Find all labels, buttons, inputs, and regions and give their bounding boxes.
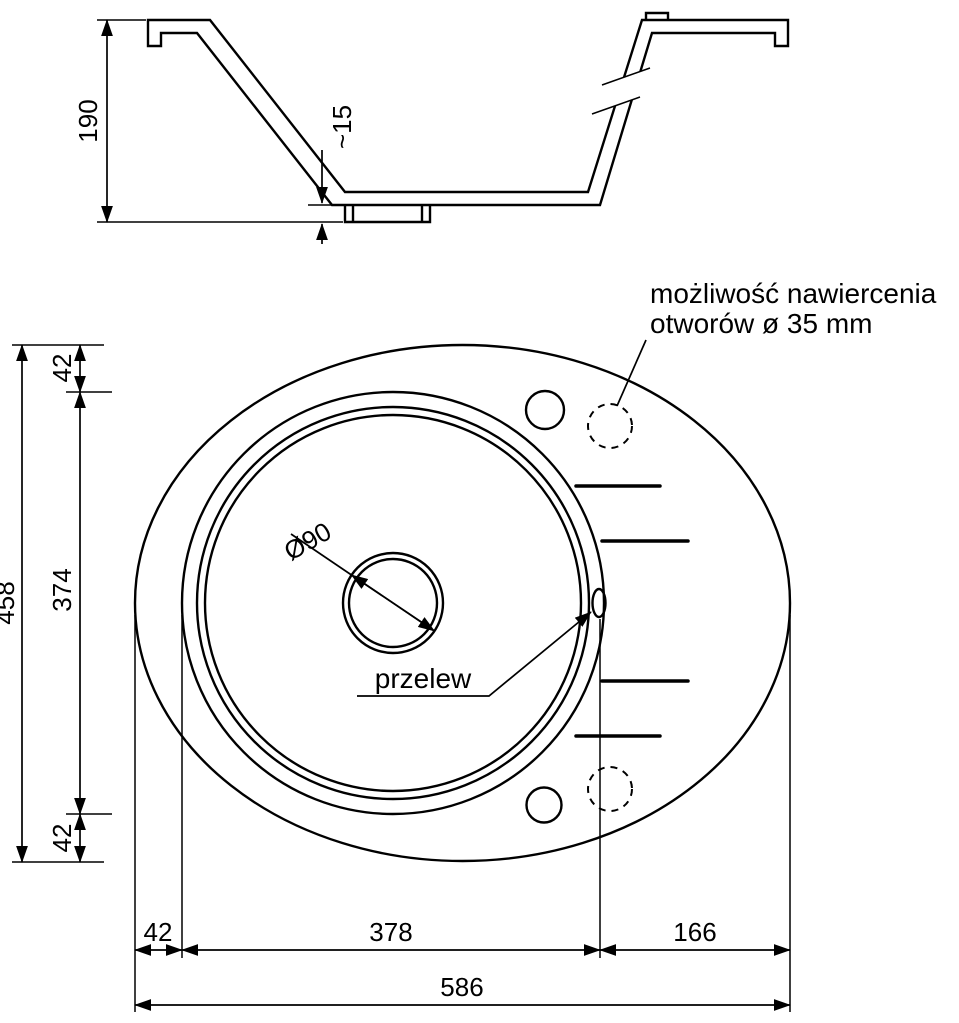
dim-586-label: 586 bbox=[440, 972, 483, 1002]
faucet-hole-bottom bbox=[525, 786, 563, 824]
wall-break-lines bbox=[591, 67, 651, 115]
drill-note: możliwość nawiercenia otworów ø 35 mm bbox=[616, 278, 937, 407]
dim-drain-diameter: Ø90 bbox=[279, 516, 436, 632]
dim-42-left-label: 42 bbox=[144, 917, 173, 947]
wall-break-mask bbox=[592, 68, 650, 114]
dim-458-label: 458 bbox=[0, 581, 20, 624]
drain-fitting bbox=[343, 205, 432, 224]
overflow-leader bbox=[357, 611, 592, 697]
dim-166-label: 166 bbox=[673, 917, 716, 947]
drain-inner-circle bbox=[347, 557, 439, 649]
bowl-outer-circle bbox=[180, 390, 606, 816]
dim-190: 190 bbox=[73, 19, 343, 223]
dim-left-column: 458 42 374 42 bbox=[0, 344, 112, 863]
drill-note-line2: otworów ø 35 mm bbox=[650, 308, 873, 339]
sink-outer-outline bbox=[133, 343, 792, 863]
drill-note-line1: możliwość nawiercenia bbox=[650, 278, 937, 309]
drain-diameter-arrow-2 bbox=[350, 574, 435, 632]
left-extension-lines bbox=[12, 344, 112, 863]
faucet-hole-notch bbox=[644, 11, 670, 20]
drainboard-grooves bbox=[574, 484, 690, 738]
faucet-hole-top bbox=[524, 389, 566, 431]
drill-note-leader bbox=[616, 339, 647, 407]
dim-374-label: 374 bbox=[47, 568, 77, 611]
bowl-inner-circle bbox=[203, 413, 583, 793]
drain-diameter-tail bbox=[290, 533, 352, 576]
dim-15-label: ~15 bbox=[327, 105, 357, 149]
plan-view: możliwość nawiercenia otworów ø 35 mm pr… bbox=[0, 278, 937, 1012]
overflow-slot bbox=[591, 587, 607, 619]
bowl-rim-circle bbox=[195, 405, 591, 801]
optional-hole-bottom-dashed bbox=[587, 766, 633, 812]
overflow-label: przelew bbox=[375, 663, 472, 694]
dim-42-top-label: 42 bbox=[47, 354, 77, 383]
drain-outer-circle bbox=[341, 551, 445, 655]
dim-15: ~15 bbox=[308, 105, 357, 244]
dim-bottom-rows: 42 378 166 586 bbox=[134, 615, 791, 1012]
dim-378-label: 378 bbox=[369, 917, 412, 947]
dim-42-bottom-label: 42 bbox=[47, 824, 77, 853]
section-view: 190 ~15 bbox=[73, 11, 790, 244]
dim-190-extension-lines bbox=[97, 19, 343, 223]
sink-cross-section-outline bbox=[146, 18, 790, 207]
bottom-extension-lines bbox=[134, 615, 791, 1012]
dim-190-label: 190 bbox=[73, 99, 103, 142]
overflow-annotation: przelew bbox=[357, 611, 592, 697]
optional-hole-top-dashed bbox=[587, 403, 633, 449]
